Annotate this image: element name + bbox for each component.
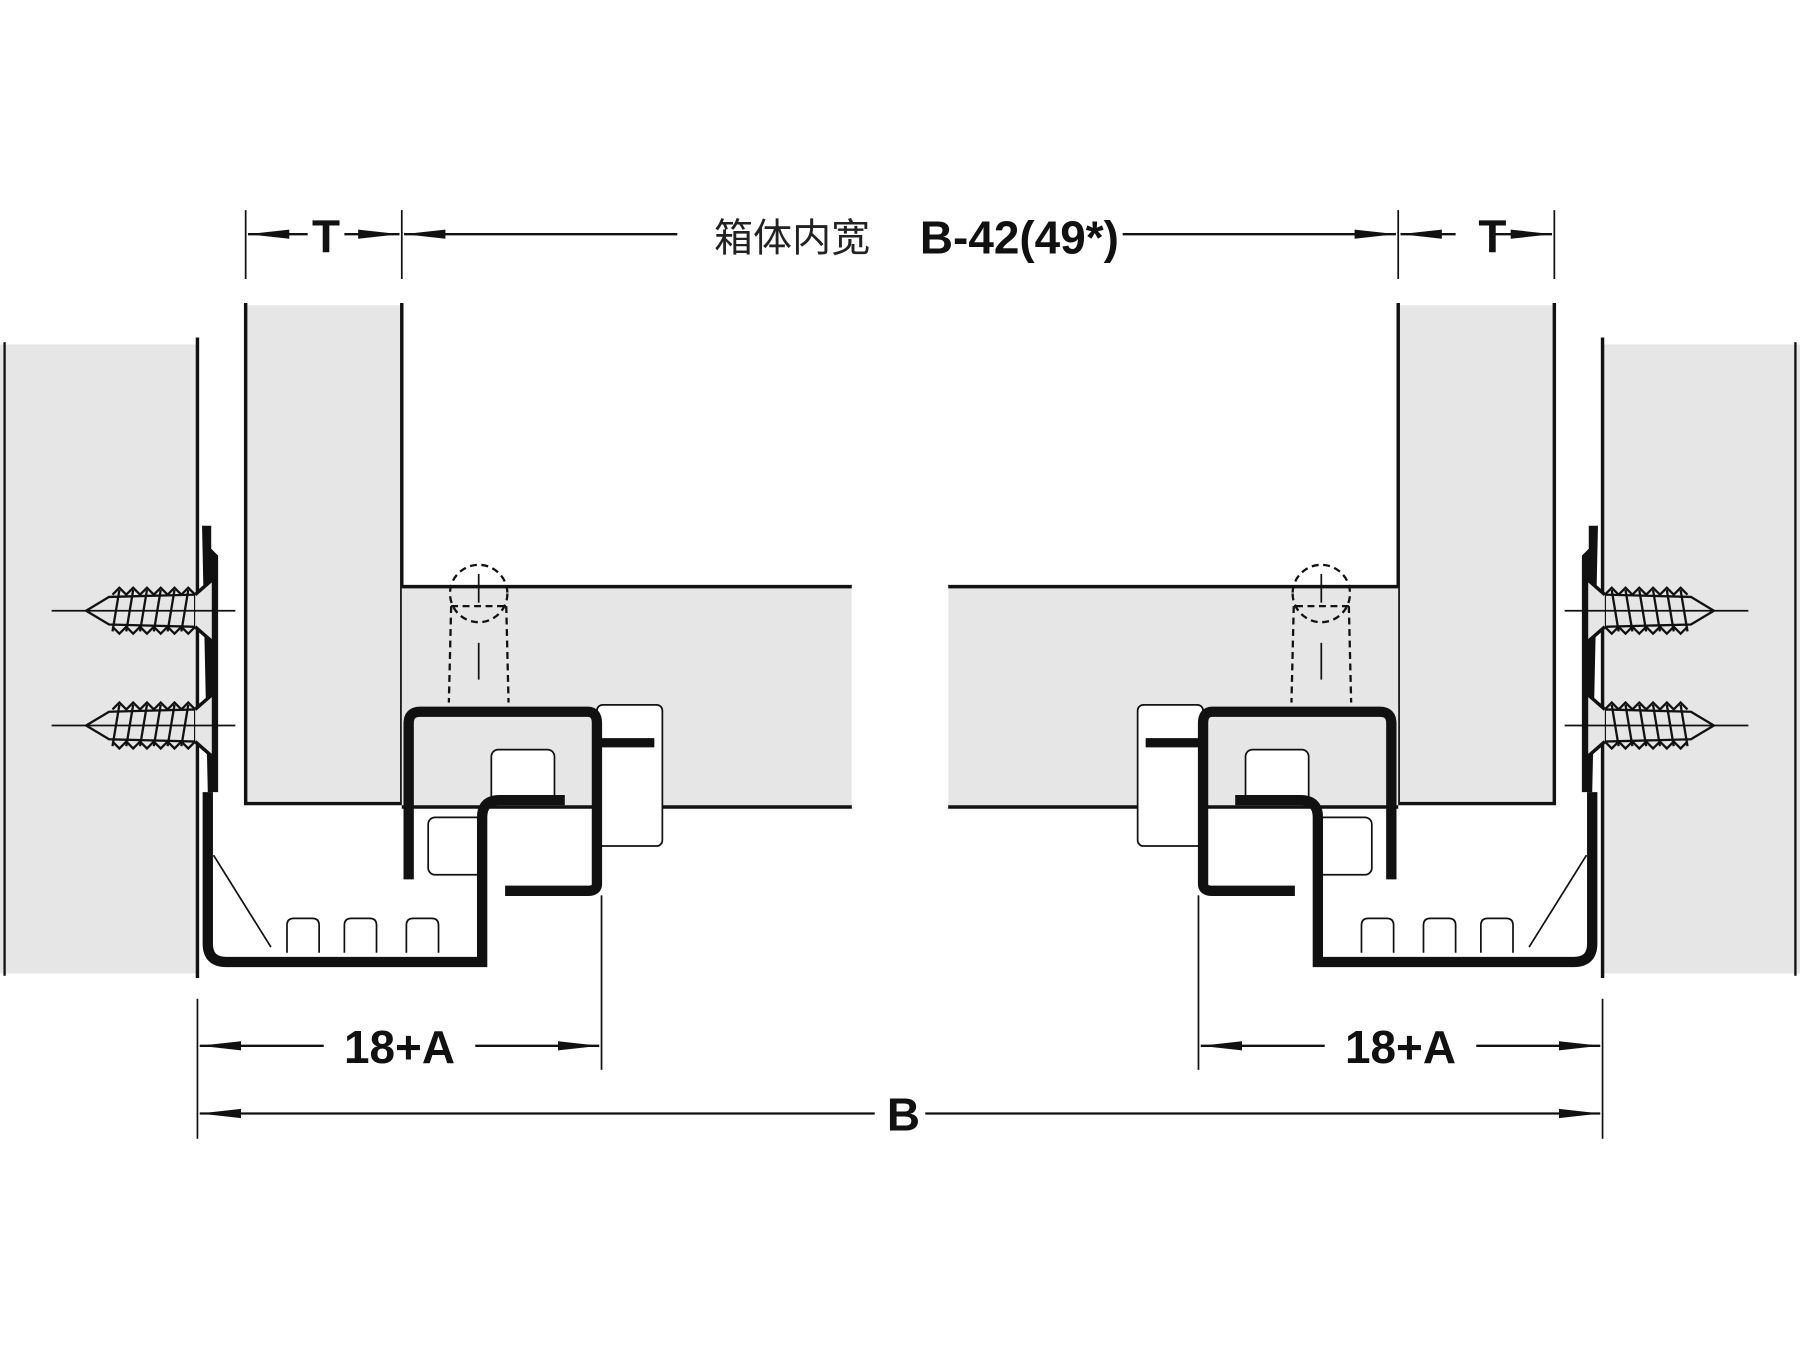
offset-label-right: 18+A [1345,1021,1456,1073]
inner-width-label-cn: 箱体内宽 [714,216,870,261]
thickness-label-left: T [312,211,340,263]
right-assembly [925,210,1800,1139]
inner-width-formula: B-42(49*) [920,212,1119,264]
total-width-label: B [887,1089,920,1141]
left-assembly [0,210,875,1139]
thickness-label-right: T [1478,211,1506,263]
offset-label-left: 18+A [344,1021,455,1073]
